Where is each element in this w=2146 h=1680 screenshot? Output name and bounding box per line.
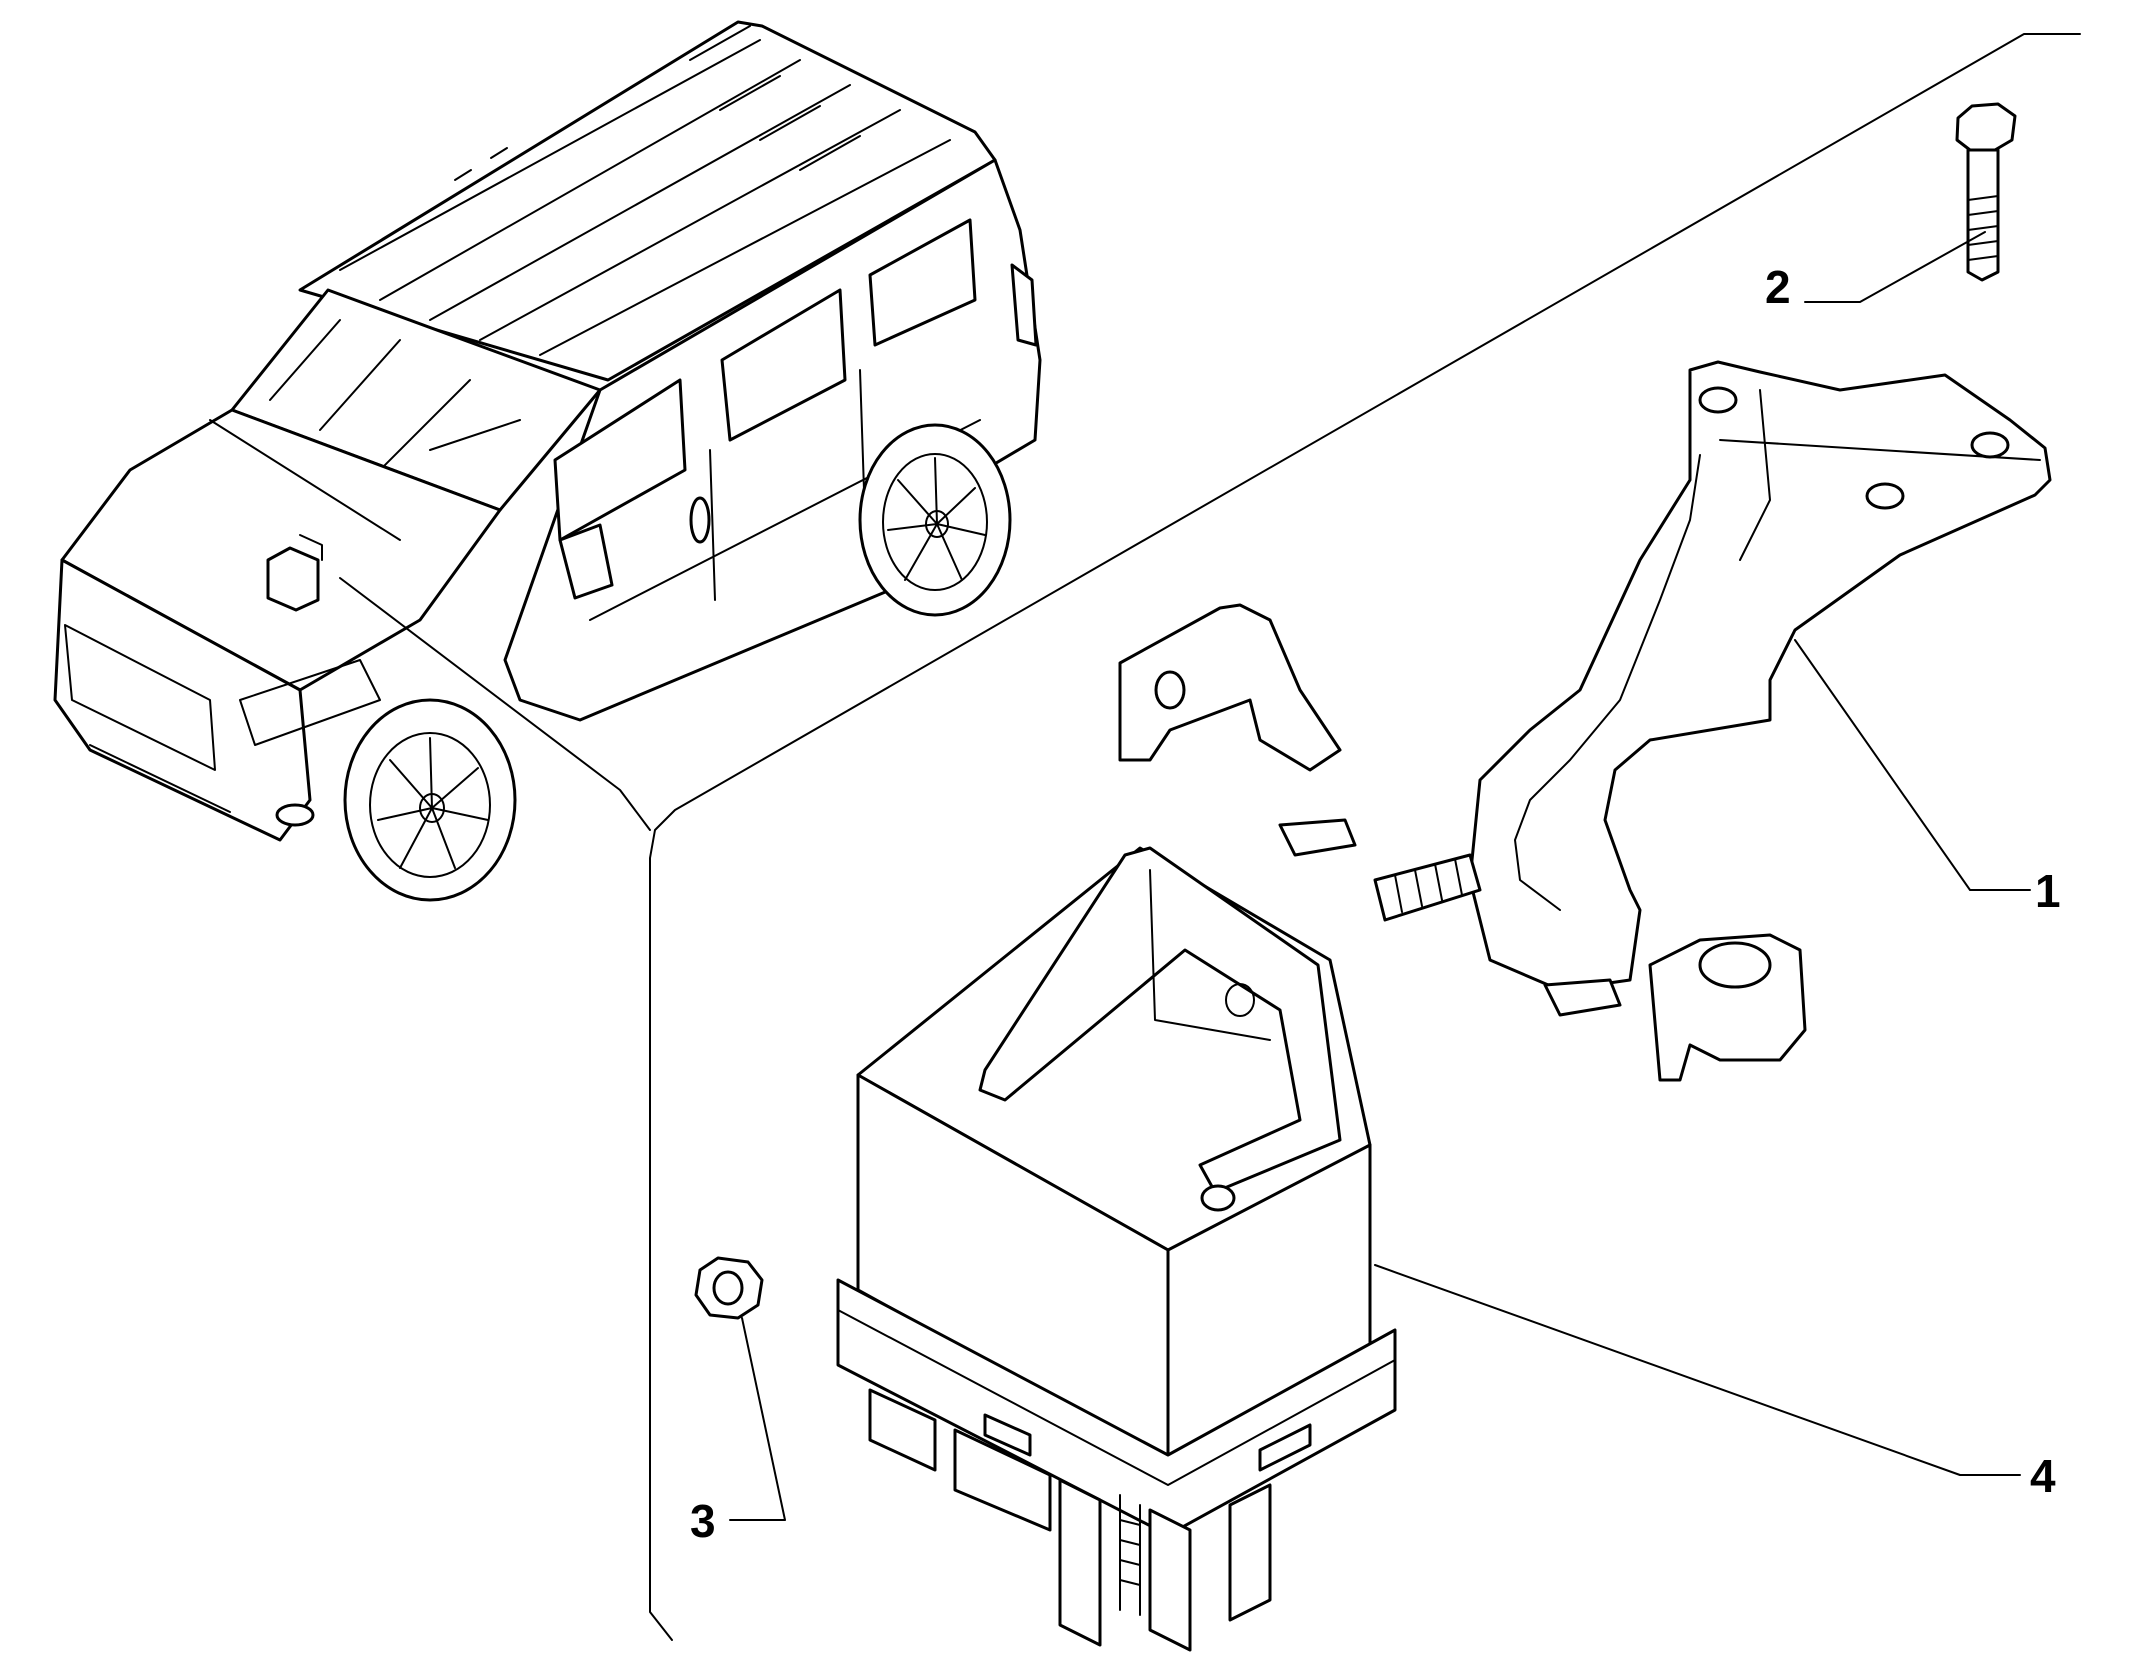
leader-lines — [729, 231, 2031, 1521]
van-overview-icon — [53, 20, 1042, 902]
relay-icon — [836, 846, 1397, 1652]
callout-1: 1 — [2035, 865, 2061, 917]
section-frame — [649, 33, 2081, 1641]
hex-bolt-icon — [1955, 102, 2017, 282]
callout-2: 2 — [1765, 261, 1791, 313]
mounting-bracket-icon — [1118, 360, 2052, 1082]
hex-nut-icon — [694, 1256, 764, 1320]
callout-3: 3 — [690, 1495, 716, 1547]
callout-4: 4 — [2030, 1450, 2056, 1502]
